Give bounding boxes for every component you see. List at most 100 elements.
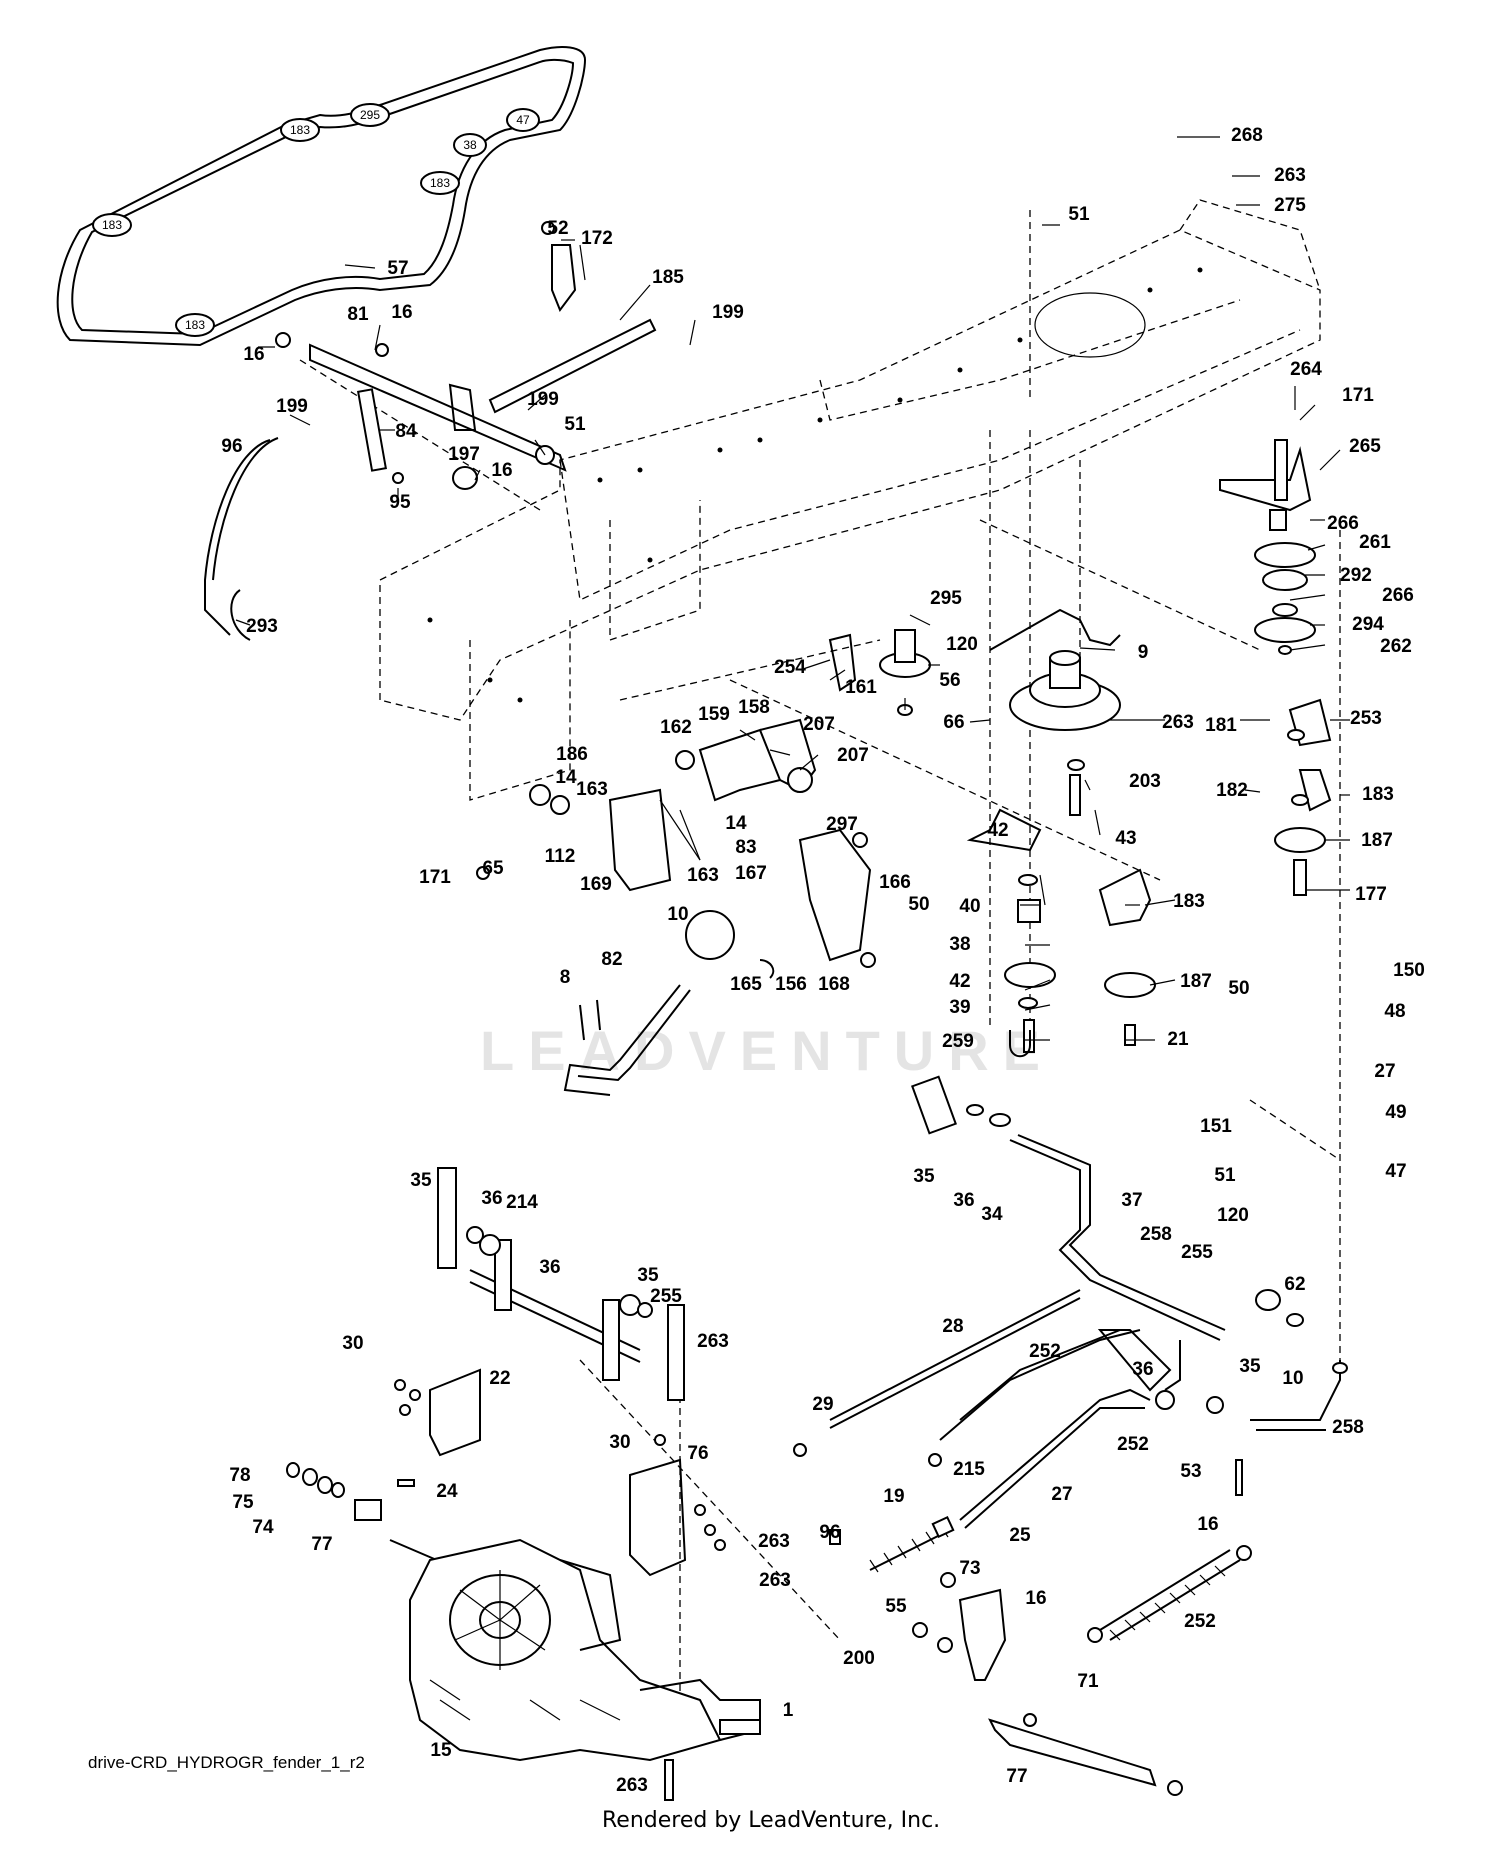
callout-24: 19 (883, 1486, 904, 1507)
callout-171: 265 (1349, 436, 1381, 457)
callout-34: 37 (1121, 1190, 1142, 1211)
callout-75: 74 (252, 1517, 274, 1538)
callout-199: 197 (448, 444, 480, 465)
callout-263: 181 (1205, 715, 1237, 736)
idler-stack-right (1219, 439, 1332, 896)
callout-82: 165 (730, 974, 762, 995)
mount-arm (793, 1443, 1183, 1796)
callout-40: 38 (949, 934, 970, 955)
assembly-guide-lines (299, 210, 1341, 1720)
callout-182: 183 (1362, 784, 1394, 805)
cross-shaft (437, 1167, 685, 1401)
callout-30: 22 (489, 1368, 510, 1389)
callout-255: 263 (697, 1331, 729, 1352)
callout-112: 14 (725, 813, 747, 834)
callout-120: 62 (1284, 1274, 1305, 1295)
callout-66: 9 (1138, 642, 1149, 663)
callout-207: 162 (660, 717, 692, 738)
callout-187: 177 (1355, 884, 1387, 905)
badge-183-bottom-icon: 183 (175, 313, 215, 337)
callout-35: 255 (650, 1286, 682, 1307)
callout-150: 48 (1384, 1001, 1405, 1022)
diagram-caption: drive-CRD_HYDROGR_fender_1_r2 (88, 1753, 365, 1772)
callout-263: 30 (342, 1333, 363, 1354)
callout-25: 96 (819, 1522, 840, 1543)
callout-36: 34 (981, 1204, 1003, 1225)
tractor-frame (379, 199, 1321, 801)
callout-166: 50 (908, 894, 929, 915)
callout-35: 36 (481, 1188, 502, 1209)
callout-48: 27 (1374, 1061, 1395, 1082)
callout-165: 156 (775, 974, 807, 995)
callout-16: 16 (391, 302, 412, 323)
svg-text:183: 183 (185, 318, 205, 332)
callout-266: 294 (1352, 614, 1384, 635)
badge-295-icon: 295 (350, 103, 390, 127)
callout-263: 263 (758, 1531, 790, 1552)
hydro-control-linkage (829, 1030, 1348, 1529)
callout-186: 14 (555, 767, 577, 788)
callout-163: 167 (735, 863, 767, 884)
callout-51: 47 (1385, 1161, 1406, 1182)
badge-183-right-icon: 183 (420, 171, 460, 195)
callout-14: 83 (735, 837, 756, 858)
callout-258: 29 (812, 1394, 833, 1415)
callout-262: 295 (930, 588, 962, 609)
callout-62: 35 (913, 1166, 935, 1187)
callout-183: 187 (1180, 971, 1212, 992)
callout-183: 187 (1361, 830, 1393, 851)
badge-183-left-icon: 183 (92, 213, 132, 237)
mounting-brackets (394, 1368, 726, 1577)
callout-297: 163 (687, 865, 719, 886)
shift-lever (563, 910, 775, 1096)
callout-167: 169 (580, 874, 612, 895)
callout-84: 84 (395, 421, 417, 442)
callout-42: 39 (949, 997, 970, 1018)
callout-207: 186 (556, 744, 588, 765)
callout-263: 263 (1274, 165, 1306, 186)
callout-265: 266 (1327, 513, 1359, 534)
callout-16: 30 (609, 1432, 630, 1453)
callout-203: 43 (1115, 828, 1136, 849)
callout-259: 183 (1173, 891, 1205, 912)
callout-162: 207 (837, 745, 869, 766)
callout-1: 15 (430, 1740, 452, 1761)
callout-161: 159 (698, 704, 730, 725)
callout-294: 262 (1380, 636, 1412, 657)
callout-77: 24 (436, 1481, 458, 1502)
callout-27: 151 (1200, 1116, 1232, 1137)
callout-8: 82 (601, 949, 622, 970)
callout-252: 53 (1180, 1461, 1201, 1482)
callout-200: 71 (1077, 1671, 1099, 1692)
callout-95: 96 (221, 436, 242, 457)
callout-197: 16 (491, 460, 512, 481)
callout-275: 275 (1274, 195, 1306, 216)
brake-linkage-shaft (204, 221, 657, 641)
callout-47: 120 (1217, 1205, 1249, 1226)
callout-38: 42 (949, 971, 970, 992)
callout-199: 199 (527, 389, 559, 410)
callout-16: 95 (389, 492, 411, 513)
callout-83: 297 (826, 814, 858, 835)
callout-254: 161 (845, 677, 877, 698)
callout-57: 57 (387, 258, 408, 279)
callout-151: 49 (1385, 1102, 1406, 1123)
callout-42: 40 (959, 896, 980, 917)
callout-261: 292 (1340, 565, 1372, 586)
frame-holes (427, 267, 1203, 703)
callout-leaders (235, 136, 1350, 1041)
callout-77: 1 (783, 1700, 794, 1721)
svg-text:295: 295 (360, 108, 380, 122)
callout-255: 35 (410, 1170, 432, 1191)
callout-10: 8 (560, 967, 571, 988)
callout-36: 35 (1239, 1356, 1261, 1377)
callout-52: 52 (547, 218, 568, 239)
callout-56: 66 (943, 712, 964, 733)
callout-16: 16 (243, 344, 264, 365)
bracket-cluster (476, 633, 876, 968)
svg-text:183: 183 (290, 123, 310, 137)
callout-252: 36 (1132, 1359, 1153, 1380)
callout-120: 56 (939, 670, 960, 691)
callout-50: 50 (1228, 978, 1249, 999)
